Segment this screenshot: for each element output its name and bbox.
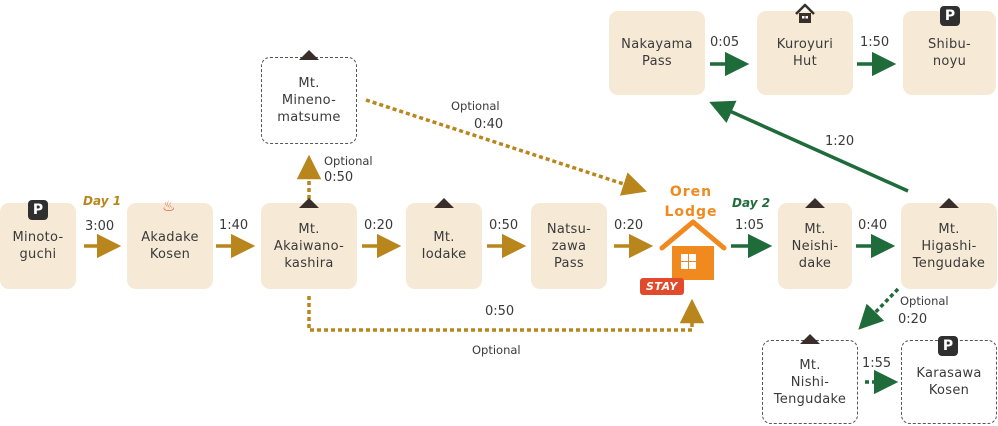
lodge-icon — [659, 219, 727, 280]
route-akaiwano-oren-bypass — [307, 296, 705, 332]
node-mt-nishitengudake: Mt. Nishi- Tengudake — [762, 340, 858, 424]
node-akadake-kosen: Akadake Kosen — [127, 203, 213, 289]
mountain-icon — [939, 198, 959, 208]
time-label: 0:50 — [485, 304, 515, 319]
mountain-icon — [434, 198, 454, 208]
time-label: 0:40 — [474, 117, 504, 132]
time-label: 1:20 — [825, 134, 855, 149]
time-label: 3:00 — [85, 219, 115, 234]
parking-icon: P — [28, 200, 48, 220]
route-minenomatsume-oren — [365, 98, 647, 196]
time-label: 0:20 — [364, 218, 394, 233]
node-label: Minoto- guchi — [12, 230, 64, 262]
optional-label: Optional — [472, 343, 521, 357]
node-label: Mt. Iodake — [421, 230, 467, 262]
node-mt-minenomatsume: Mt. Mineno- matsume — [261, 57, 357, 144]
node-label: Akadake Kosen — [141, 230, 199, 262]
time-label: 0:05 — [710, 35, 740, 50]
onsen-icon: ♨ — [162, 197, 176, 215]
time-label: 0:20 — [614, 218, 644, 233]
node-mt-akaiwanokashira: Mt. Akaiwano- kashira — [261, 203, 357, 289]
optional-label: Optional — [451, 99, 500, 113]
mountain-icon — [805, 198, 825, 208]
node-label: Mt. Mineno- matsume — [277, 76, 341, 125]
mountain-icon — [299, 50, 319, 60]
node-mt-neishidake: Mt. Neishi- dake — [778, 203, 852, 289]
node-label: Mt. Neishi- dake — [791, 221, 839, 271]
node-mt-iodake: Mt. Iodake — [406, 203, 482, 289]
time-label: 1:55 — [862, 356, 892, 371]
time-label: 0:40 — [858, 218, 888, 233]
parking-icon: P — [940, 6, 960, 26]
mountain-icon — [299, 198, 319, 208]
hut-icon — [795, 3, 815, 23]
time-label: 0:20 — [898, 312, 928, 327]
route-higashitengu-nakayama — [709, 100, 909, 193]
node-label: Mt. Nishi- Tengudake — [773, 357, 847, 407]
day1-label: Day 1 — [83, 194, 122, 208]
node-kuroyuri-hut: Kuroyuri Hut — [757, 11, 853, 95]
day2-label: Day 2 — [732, 196, 771, 210]
mountain-icon — [800, 334, 820, 344]
node-natsuzawa-pass: Natsu- zawa Pass — [531, 203, 607, 289]
node-label: Nakayama Pass — [621, 37, 693, 69]
time-label: 1:50 — [860, 35, 890, 50]
node-label: Natsu- zawa Pass — [546, 221, 592, 271]
route-higashitengu-nishitengu — [858, 287, 900, 330]
parking-icon: P — [938, 336, 958, 356]
node-label: Mt. Akaiwano- kashira — [273, 221, 345, 271]
time-label: 0:50 — [324, 170, 354, 185]
node-nakayama-pass: Nakayama Pass — [609, 11, 705, 95]
optional-label: Optional — [324, 154, 373, 168]
oren-lodge-title: Oren Lodge — [664, 184, 718, 220]
time-label: 1:40 — [219, 218, 249, 233]
time-label: 1:05 — [735, 218, 765, 233]
node-label: Mt. Higashi- Tengudake — [912, 221, 986, 271]
node-label: Kuroyuri Hut — [776, 37, 834, 69]
node-label: Shibu- noyu — [927, 37, 972, 69]
node-mt-higashitengudake: Mt. Higashi- Tengudake — [901, 203, 997, 289]
stay-badge: STAY — [640, 278, 684, 295]
time-label: 0:50 — [489, 218, 519, 233]
node-label: Karasawa Kosen — [916, 366, 982, 398]
optional-label: Optional — [900, 294, 949, 308]
